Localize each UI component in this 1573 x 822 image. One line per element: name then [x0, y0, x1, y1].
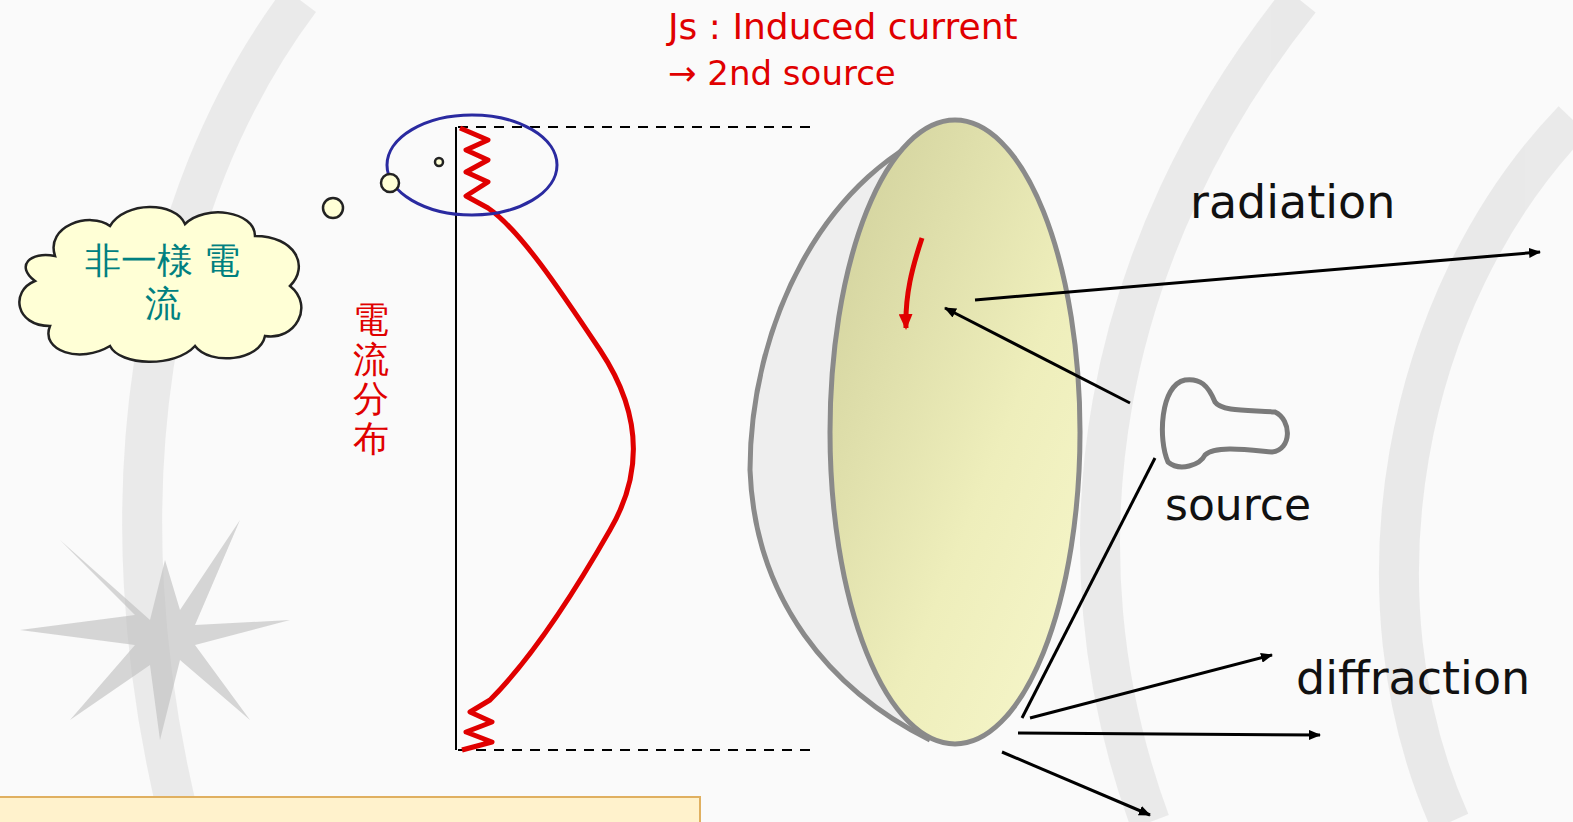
highlight-circle [387, 115, 557, 215]
thought-cloud: 非一様 電流 [10, 196, 315, 368]
text-label: radiation [1190, 176, 1395, 229]
vertical-label: 電流分布 [353, 300, 389, 458]
text-label: diffraction [1296, 652, 1530, 705]
dish-reflector [830, 120, 1080, 744]
background-swoosh [142, 0, 1573, 822]
current-curve [460, 128, 633, 750]
text-label: Js : Induced current [668, 6, 1018, 47]
ray-arrow [945, 252, 1540, 815]
cloud-text: 非一様 電流 [69, 239, 256, 325]
cloud-outline [10, 196, 315, 368]
thought-bubble [323, 158, 443, 218]
induced-current-arrow [906, 238, 922, 328]
note-box [0, 797, 700, 822]
text-label: source [1165, 480, 1311, 531]
axis-line [455, 127, 457, 750]
text-label: → 2nd source [668, 54, 896, 93]
background-star [20, 520, 290, 740]
source-horn [1162, 380, 1287, 467]
